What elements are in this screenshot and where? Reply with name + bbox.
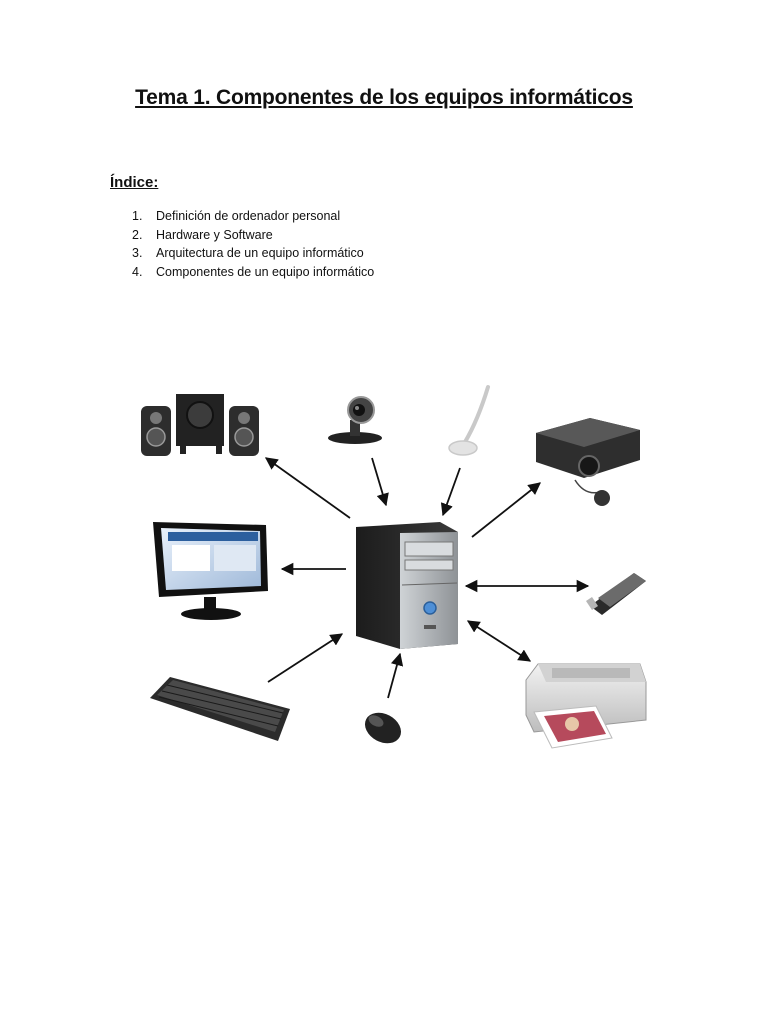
webcam-icon xyxy=(328,396,382,444)
list-item: 4. Componentes de un equipo informático xyxy=(132,263,374,282)
list-item: 2. Hardware y Software xyxy=(132,226,374,245)
monitor-icon xyxy=(153,522,268,620)
usb-drive-icon xyxy=(586,573,646,615)
arrow-from-webcam xyxy=(371,457,389,507)
list-item-text: Definición de ordenador personal xyxy=(156,209,341,223)
page-title: Tema 1. Componentes de los equipos infor… xyxy=(135,86,633,109)
mouse-icon xyxy=(364,712,402,744)
connection-arrows xyxy=(264,457,590,699)
arrow-to-speakers xyxy=(264,457,351,519)
projector-icon xyxy=(536,418,640,506)
arrow-printer-bidirectional xyxy=(466,620,532,662)
microphone-icon xyxy=(448,385,490,456)
arrow-to-projector xyxy=(471,482,541,538)
index-list: 1. Definición de ordenador personal 2. Har… xyxy=(132,207,374,281)
list-item-text: Componentes de un equipo informático xyxy=(156,264,375,279)
components-diagram xyxy=(141,385,647,749)
keyboard-icon xyxy=(150,677,290,741)
printer-icon xyxy=(525,663,647,749)
arrow-from-keyboard xyxy=(267,633,344,683)
list-item-number: 4. xyxy=(132,264,143,279)
list-item: 3. Arquitectura de un equipo informático xyxy=(132,244,374,263)
arrow-from-microphone xyxy=(440,467,461,517)
list-item-number: 3. xyxy=(132,246,143,260)
list-item-number: 1. xyxy=(132,209,143,223)
arrow-from-mouse xyxy=(387,652,404,699)
index-heading: Índice: xyxy=(110,174,159,191)
speakers-icon xyxy=(141,394,259,456)
computer-tower-icon xyxy=(356,522,458,649)
list-item-text: Arquitectura de un equipo informático xyxy=(156,246,364,260)
list-item: 1. Definición de ordenador personal xyxy=(132,207,374,226)
list-item-text: Hardware y Software xyxy=(156,227,273,242)
list-item-number: 2. xyxy=(132,227,143,242)
